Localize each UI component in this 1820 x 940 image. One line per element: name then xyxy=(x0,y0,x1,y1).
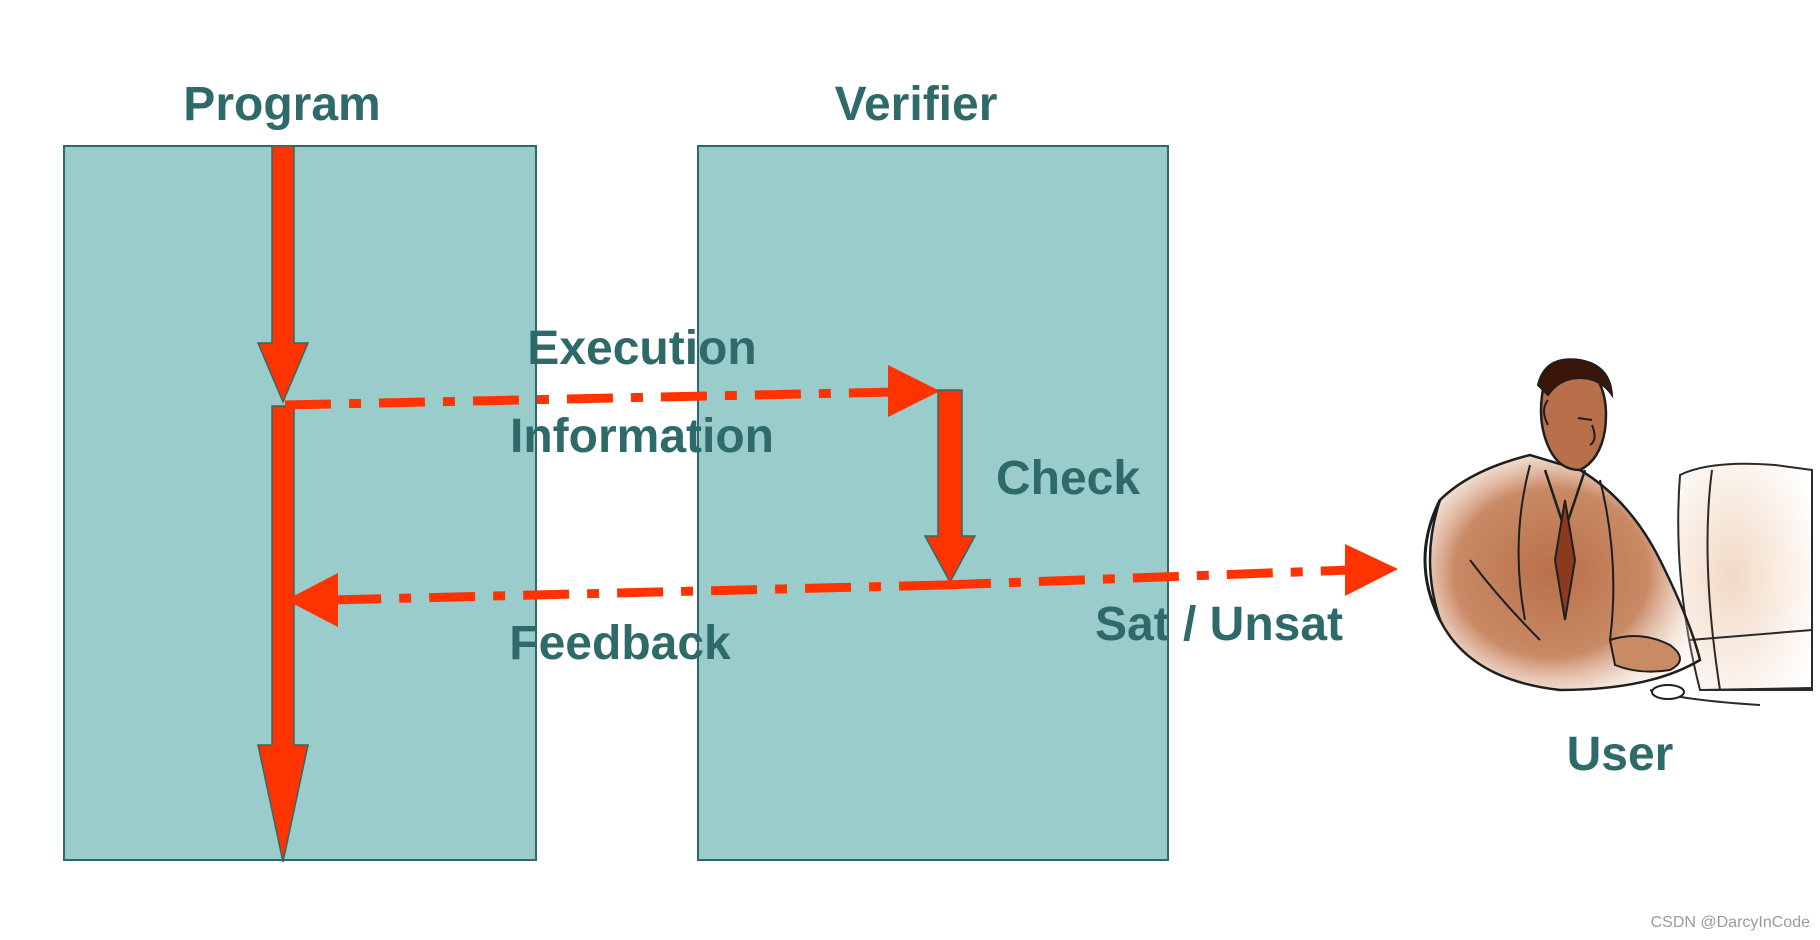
check-arrow xyxy=(923,389,977,584)
result-arrow-line xyxy=(944,565,1351,590)
execution-flow-arrow-upper xyxy=(256,145,310,404)
program-label: Program xyxy=(183,78,380,131)
information-label: Information xyxy=(510,410,774,463)
watermark: CSDN @DarcyInCode xyxy=(1650,914,1810,931)
verifier-box xyxy=(697,145,1169,861)
execution-information-arrow-line xyxy=(284,387,896,410)
check-label: Check xyxy=(996,452,1140,505)
result-arrowhead xyxy=(1345,544,1398,596)
feedback-arrow-line xyxy=(329,580,946,605)
execution-label: Execution xyxy=(527,322,756,375)
feedback-arrowhead xyxy=(286,573,338,627)
result-label: Sat / Unsat xyxy=(1095,598,1343,651)
execution-flow-arrow-lower xyxy=(257,405,309,863)
verifier-label: Verifier xyxy=(835,78,998,131)
user-at-computer-icon xyxy=(1423,358,1813,706)
program-box xyxy=(63,145,537,861)
execution-information-arrowhead xyxy=(888,365,940,417)
user-label: User xyxy=(1567,728,1674,781)
feedback-label: Feedback xyxy=(509,617,731,670)
